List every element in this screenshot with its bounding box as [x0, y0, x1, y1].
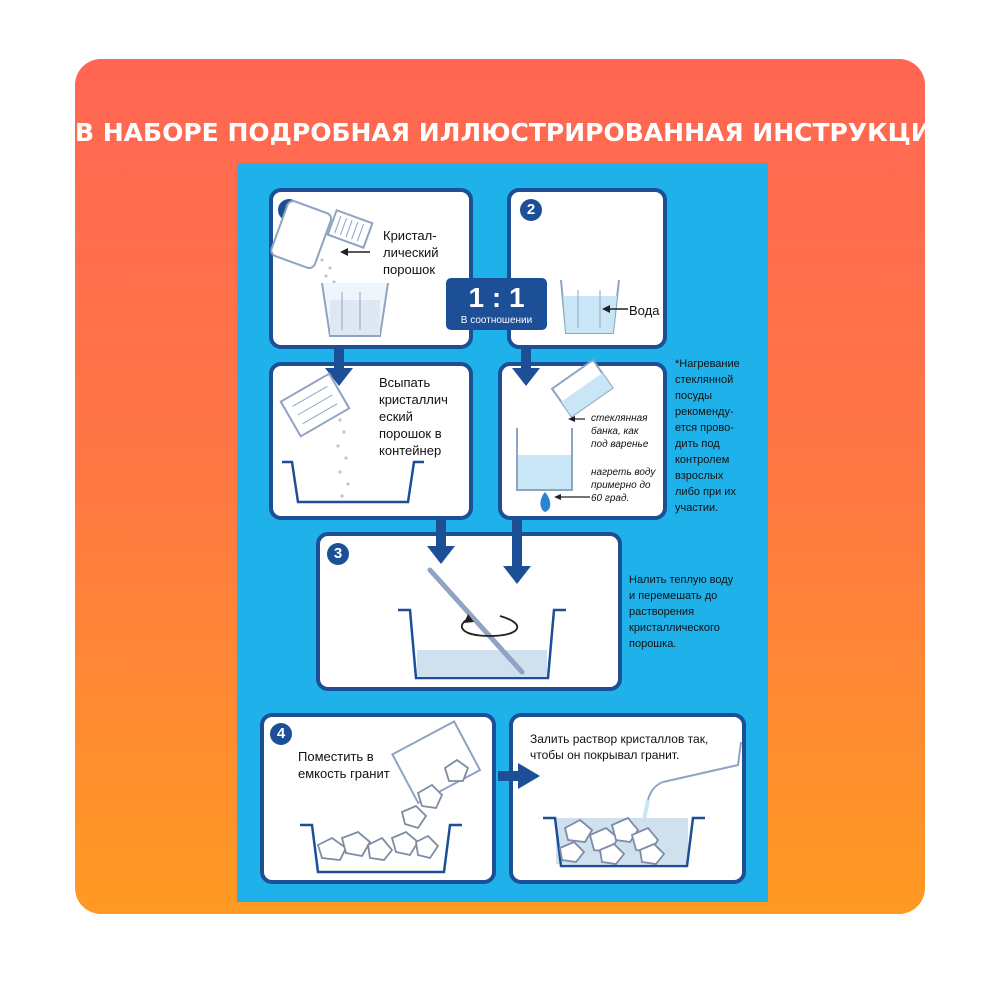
label-pour-powder: Всыпать кристаллич еский порошок в конте… [379, 375, 448, 458]
water-cup-icon [560, 279, 620, 334]
step-number-4: 4 [270, 723, 292, 745]
granite-bag-icon [391, 720, 482, 805]
container-1-icon [282, 460, 424, 504]
mixing-container-icon [398, 608, 566, 680]
ratio-caption: В соотношении [460, 315, 533, 326]
label-heating-note: *Нагревание стеклянной посуды рекоменду-… [675, 358, 740, 514]
step-number-2: 2 [520, 199, 542, 221]
label-jar: стеклянная банка, как под варенье [591, 413, 649, 450]
step-number-3: 3 [327, 543, 349, 565]
submerged-stones-icon [558, 816, 666, 865]
label-mix: Налить теплую воду и перемешать до раств… [629, 574, 734, 650]
measuring-cup-1-icon [321, 282, 389, 337]
label-granite: Поместить в емкость гранит [298, 749, 390, 781]
tilted-water-cup-icon [550, 358, 614, 418]
powder-bottle-icon [270, 200, 374, 269]
container-4-icon [300, 823, 462, 874]
label-heat: нагреть воду примерно до 60 град. [591, 467, 656, 504]
label-water: Вода [629, 303, 660, 318]
flame-icon [540, 492, 551, 512]
pouring-jug-icon [642, 741, 742, 821]
glass-jar-icon [516, 428, 573, 491]
tilted-cup-icon [279, 372, 351, 438]
ratio-badge: 1 : 1 В соотношении [446, 278, 547, 330]
headline: В НАБОРЕ ПОДРОБНАЯ ИЛЛЮСТРИРОВАННАЯ ИНСТ… [75, 118, 951, 147]
granite-stones-icon [316, 758, 470, 861]
flow-arrows [325, 348, 540, 789]
falling-powder-icon [336, 418, 350, 498]
label-powder: Кристал- лический порошок [383, 228, 439, 277]
label-pour-solution: Залить раствор кристаллов так, чтобы он … [530, 732, 709, 762]
stirring-stick-icon [427, 567, 525, 675]
rotation-arrow-icon [460, 615, 519, 637]
ratio-value: 1 : 1 [468, 282, 525, 313]
